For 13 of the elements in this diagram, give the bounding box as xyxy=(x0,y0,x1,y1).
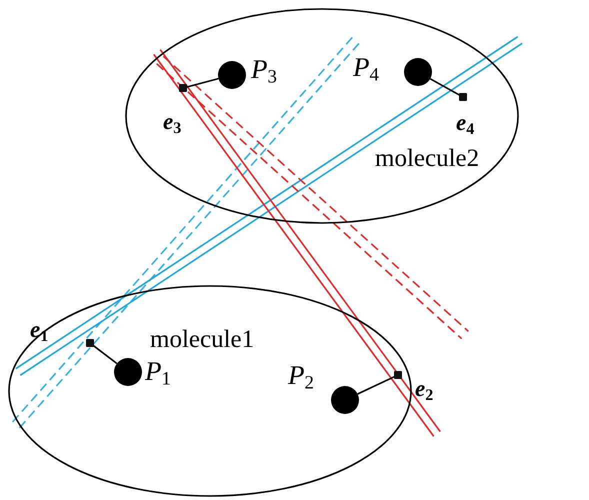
point-label: P$_{1}$ xyxy=(145,358,171,390)
end-label: e$_{4}$ xyxy=(456,111,474,138)
molecule-label: molecule2 xyxy=(375,146,480,171)
connector-line xyxy=(186,78,219,88)
point-label: P$_{4}$ xyxy=(353,54,379,86)
connector-line xyxy=(430,78,460,96)
point-label: P$_{2}$ xyxy=(288,362,314,394)
point-label: P$_{3}$ xyxy=(251,56,277,88)
connector-line xyxy=(92,344,118,364)
end-label: e$_{2}$ xyxy=(415,377,434,404)
connector-line xyxy=(357,376,395,395)
molecule-label: molecule1 xyxy=(150,327,254,352)
end-label: e$_{3}$ xyxy=(163,110,182,138)
